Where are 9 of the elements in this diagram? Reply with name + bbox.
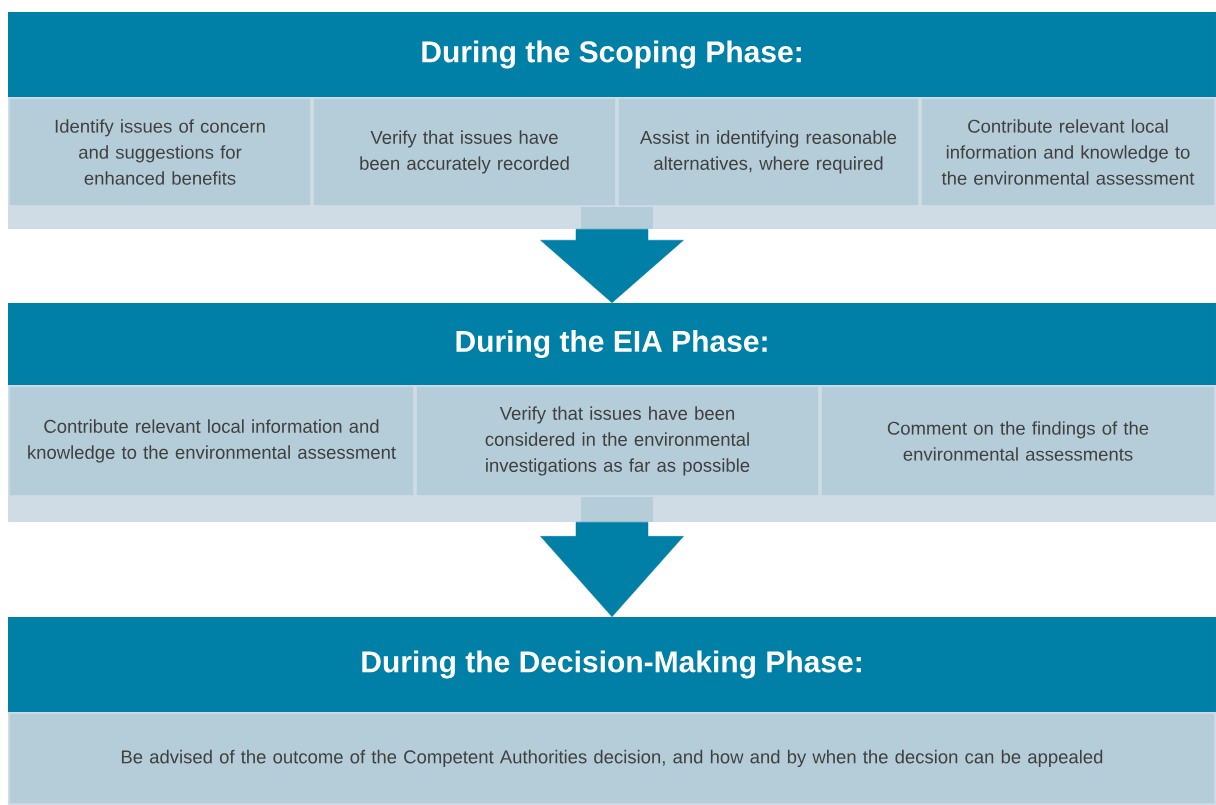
text-cell: Identify issues of concern and suggestions for enhanced benefits [8, 97, 312, 207]
arrow [540, 521, 684, 618]
text-cell: Contribute relevant local information and knowledge to the environmental assessment [920, 97, 1216, 207]
text-cell: Assist in identifying reasonable alternatives, where required [617, 97, 920, 207]
text-cell: Be advised of the outcome of the Competent Authorities decision, and how and by when the decsion can be appealed [8, 712, 1216, 805]
text-cell: Comment on the findings of the environmental assessments [820, 385, 1216, 497]
text-cell: Contribute relevant local information and knowledge to the environmental assessment [8, 385, 415, 497]
arrow [540, 228, 684, 304]
text-cell: Verify that issues have been accurately recorded [312, 97, 617, 207]
